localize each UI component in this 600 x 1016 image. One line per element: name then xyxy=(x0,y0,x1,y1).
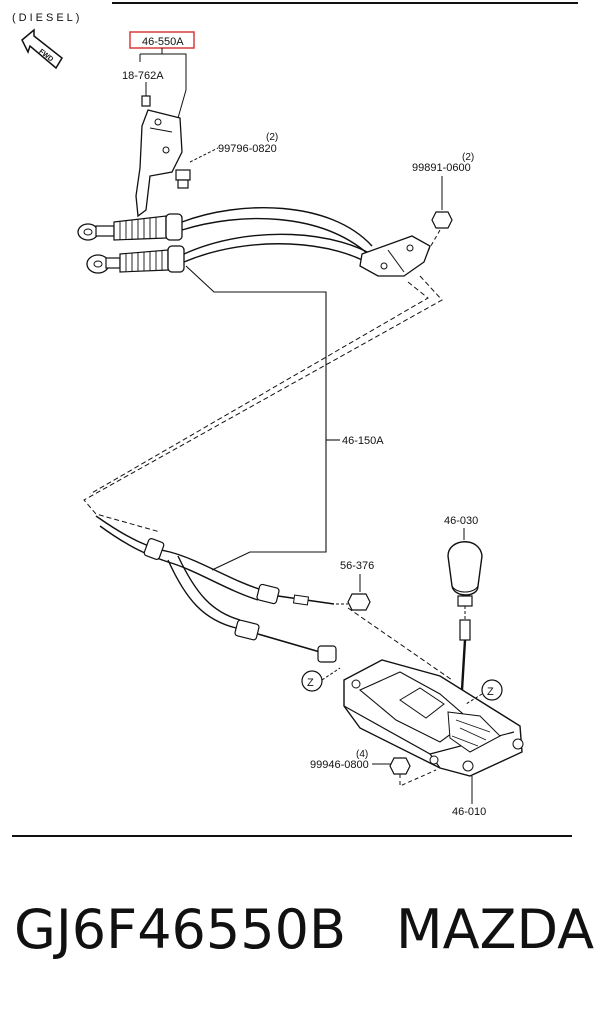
callout-selected-part[interactable]: 46-550A xyxy=(142,36,184,48)
cable-run-lower-d xyxy=(177,555,241,621)
variant-label: (DIESEL) xyxy=(12,12,82,24)
ref-z-right-dash xyxy=(465,693,483,705)
shifter-assembly-icon xyxy=(343,659,524,777)
cable-upper-a xyxy=(181,206,373,247)
shift-lever-thread-icon xyxy=(459,619,471,641)
callout-bolt[interactable]: 99796-0820 xyxy=(218,143,277,155)
clip-pin-icon xyxy=(141,95,151,107)
cable-lower-b xyxy=(183,243,377,269)
clip-dash xyxy=(347,607,453,681)
callout-knob[interactable]: 46-030 xyxy=(444,515,478,527)
cable-end-upper-icon xyxy=(77,213,183,241)
fwd-arrow-icon: FWD xyxy=(21,28,63,70)
shift-knob-icon xyxy=(447,541,483,607)
nut-top-dash xyxy=(423,229,441,259)
caption-part-number: GJ6F46550B xyxy=(14,898,347,961)
cable-run-lower-c xyxy=(167,559,237,629)
cable-end-lower-icon xyxy=(86,245,185,274)
cable-end-lower-a-icon xyxy=(256,583,335,606)
callout-cable[interactable]: 46-150A xyxy=(342,435,384,447)
callout-nut-top[interactable]: 99891-0600 xyxy=(412,162,471,174)
callout-clip[interactable]: 56-376 xyxy=(340,560,374,572)
routing-dash-a xyxy=(83,275,443,533)
ref-z-left-icon xyxy=(301,670,323,692)
cable-end-lower-b-icon xyxy=(234,619,337,663)
callout-bolt-lower-qty: (4) xyxy=(356,749,368,760)
product-caption: GJ6F46550B MAZDA xyxy=(14,895,594,965)
clip-nut-icon xyxy=(347,593,371,611)
ref-z-left-dash xyxy=(321,667,341,681)
cable-run-lower-b xyxy=(99,525,259,601)
leader-cable xyxy=(185,265,327,571)
routing-dash-b xyxy=(89,281,429,495)
callout-bolt-qty: (2) xyxy=(266,132,278,143)
caption-brand: MAZDA xyxy=(396,898,595,961)
ref-z-right-icon xyxy=(481,679,503,701)
bolt-lower-icon xyxy=(389,757,411,775)
leader-bolt xyxy=(189,147,219,163)
bolt-lower-dash xyxy=(399,769,437,787)
bracket-plate-icon xyxy=(135,109,183,218)
cable-run-lower-a xyxy=(95,515,263,591)
cable-upper-b xyxy=(181,217,369,255)
callout-nut-top-qty: (2) xyxy=(462,152,474,163)
ref-z-left: Z xyxy=(307,677,314,689)
cable-lower-a xyxy=(183,233,381,261)
bolt-icon xyxy=(175,169,191,189)
cable-grommet-icon xyxy=(143,538,165,560)
callout-shifter[interactable]: 46-010 xyxy=(452,806,486,818)
callout-bracket[interactable]: 18-762A xyxy=(122,70,164,82)
ref-z-right: Z xyxy=(487,686,494,698)
cable-bracket-icon xyxy=(359,235,431,277)
leader-selected xyxy=(161,48,187,119)
nut-top-icon xyxy=(431,211,453,229)
callout-bolt-lower[interactable]: 99946-0800 xyxy=(310,759,369,771)
